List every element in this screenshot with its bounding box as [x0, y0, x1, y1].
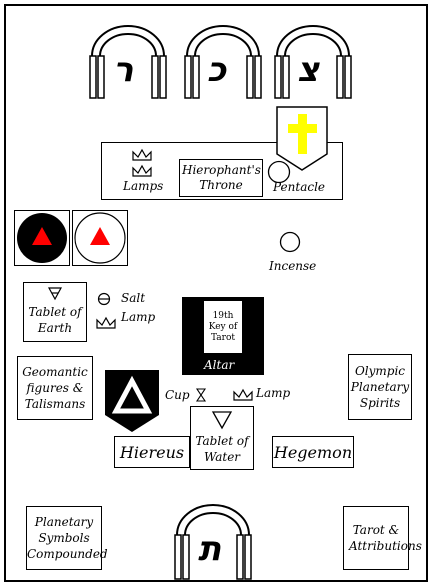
geomantic-label: Geomantic figures & Talismans	[22, 365, 88, 411]
diagram-frame	[4, 4, 428, 582]
cup-icon	[195, 388, 207, 402]
banner-yellow-cross	[276, 106, 328, 171]
hegemon-station: Hegemon	[272, 436, 354, 468]
hebrew-letter-tau: ת	[198, 529, 222, 569]
arch-center	[184, 25, 262, 99]
earth-triangle-icon	[47, 287, 63, 301]
geomantic-figures-box: Geomantic figures & Talismans	[17, 356, 93, 420]
hegemon-label: Hegemon	[273, 442, 353, 462]
card-label: 19th Key of Tarot	[208, 310, 238, 343]
lamp-label-left: Lamp	[121, 310, 156, 324]
arch-right	[274, 25, 352, 99]
pentacle-label: Pentacle	[273, 180, 326, 194]
hierophant-throne: Hierophant's Throne	[179, 159, 263, 197]
pentacle-circle-icon	[267, 160, 291, 184]
tablet-of-earth	[23, 282, 87, 342]
black-pillar-top	[17, 213, 67, 263]
tarot-attributions-label: Tarot & Attributions	[349, 523, 422, 553]
lamp-icon	[233, 388, 253, 401]
arch-bottom	[174, 504, 252, 580]
olympic-spirits-box: Olympic Planetary Spirits	[348, 354, 412, 420]
hebrew-letter-kaph: כ	[207, 50, 227, 90]
cup-label: Cup	[165, 388, 190, 402]
throne-label: Hierophant's Throne	[182, 163, 261, 192]
salt-label: Salt	[121, 291, 146, 305]
banner-hiereus	[105, 370, 159, 432]
tablet-water-label: Tablet of Water	[195, 434, 249, 464]
hiereus-label: Hiereus	[119, 442, 185, 462]
lamp-label-right: Lamp	[256, 386, 291, 400]
planetary-symbols-label: Planetary Symbols Compounded	[27, 515, 108, 561]
water-triangle-icon	[211, 411, 233, 430]
olympic-label: Olympic Planetary Spirits	[350, 364, 410, 410]
planetary-symbols-box: Planetary Symbols Compounded	[26, 506, 108, 570]
tarot-attributions-box: Tarot & Attributions	[343, 506, 422, 570]
lamp-icon	[132, 164, 152, 177]
tablet-earth-label: Tablet of Earth	[28, 305, 82, 335]
salt-icon	[97, 292, 111, 306]
white-pillar-top	[74, 212, 126, 264]
incense-label: Incense	[269, 259, 317, 273]
altar-label: Altar	[204, 358, 235, 372]
hebrew-letter-tzaddi: צ	[297, 50, 320, 90]
hiereus-station: Hiereus	[114, 436, 190, 468]
lamp-icon	[96, 316, 116, 329]
lamp-icon	[132, 148, 152, 161]
lamps-label: Lamps	[123, 179, 164, 193]
hebrew-letter-resh: ר	[113, 50, 134, 90]
tablet-of-water	[190, 406, 254, 470]
incense-circle-icon	[279, 231, 301, 253]
arch-left	[89, 25, 167, 99]
tarot-card-19: 19th Key of Tarot	[203, 300, 243, 354]
